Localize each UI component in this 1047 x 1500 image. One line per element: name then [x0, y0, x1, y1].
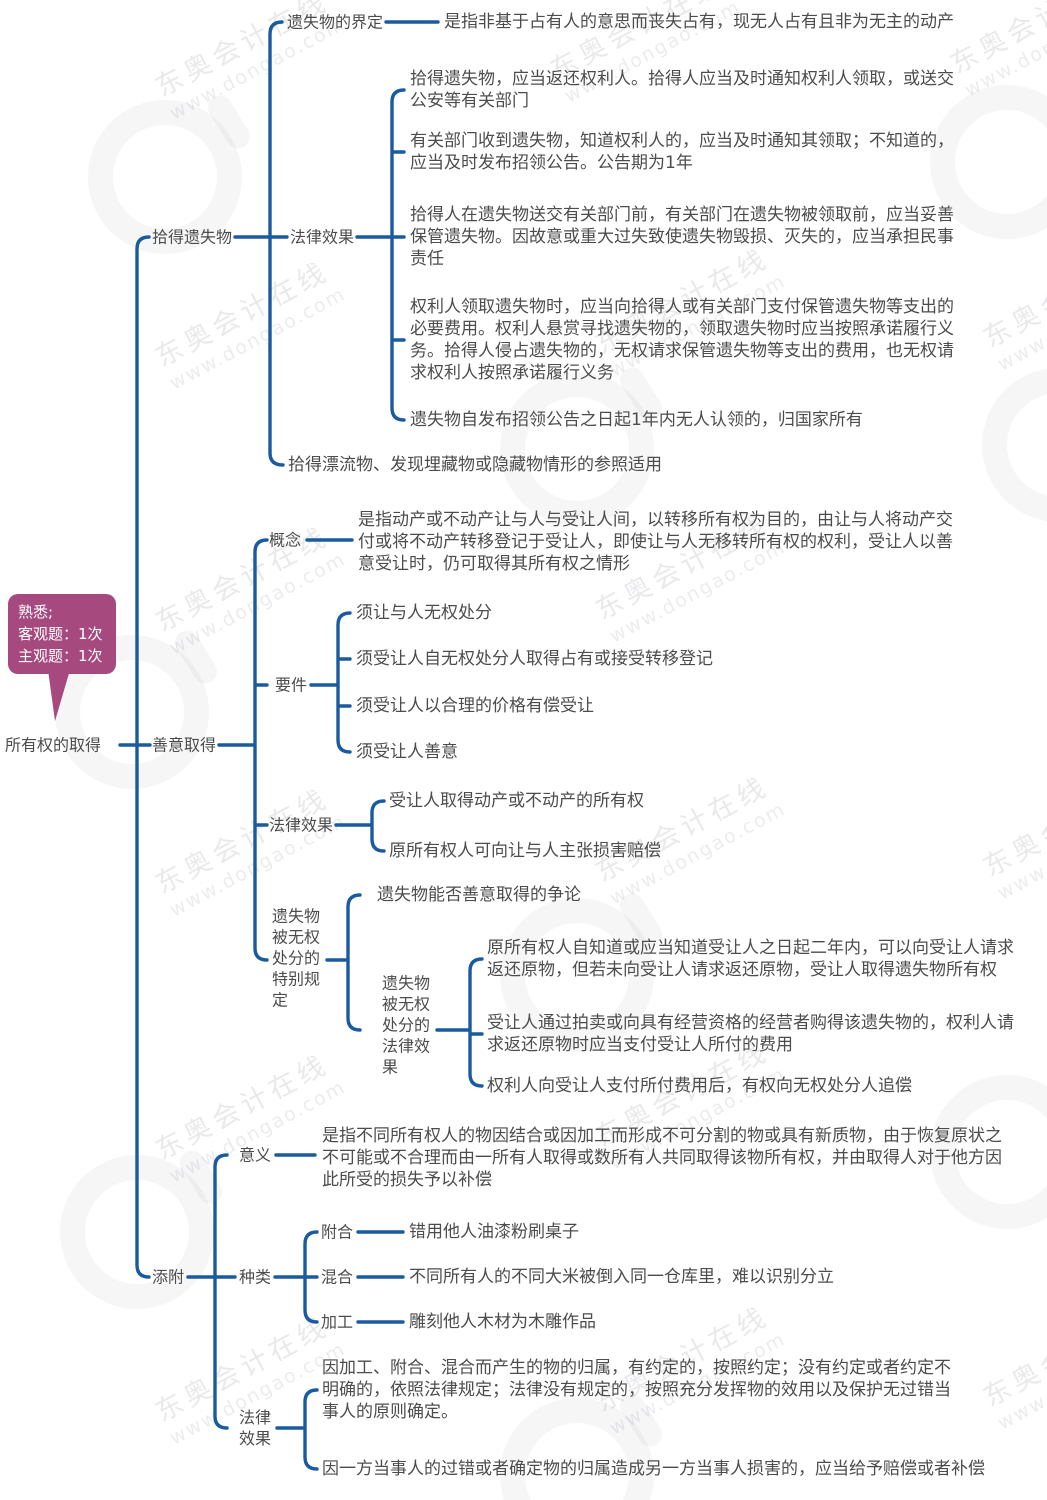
node-accession-legal-effect: 法律效果	[239, 1408, 272, 1448]
leaf-element-item: 须受让人自无权处分人取得占有或接受转移登记	[356, 649, 713, 669]
callout-line-subjective: 主观题：1次	[18, 647, 103, 665]
leaf-type-example: 错用他人油漆粉刷桌子	[409, 1222, 579, 1242]
node-meaning: 意义	[239, 1145, 272, 1165]
node-special-rules-unauthorized-disposal: 遗失物被无权处分的特别规定	[272, 906, 321, 1010]
leaf-goodfaith-legal-item: 受让人取得动产或不动产的所有权	[389, 791, 644, 811]
exam-frequency-callout: 熟悉; 客观题：1次 主观题：1次	[8, 594, 116, 674]
leaf-goodfaith-debate: 遗失物能否善意取得的争论	[377, 885, 581, 905]
node-types: 种类	[239, 1267, 272, 1287]
leaf-lost-property-definition-text: 是指非基于占有人的意思而丧失占有，现无人占有且非为无主的动产	[444, 12, 954, 32]
leaf-found-legal-item: 有关部门收到遗失物，知道权利人的，应当及时通知其领取；不知道的，应当及时发布招领…	[410, 131, 954, 173]
node-type-mixture: 混合	[321, 1267, 354, 1287]
node-goodfaith-legal-effect: 法律效果	[269, 815, 334, 835]
leaf-found-legal-item: 权利人领取遗失物时，应当向拾得人或有关部门支付保管遗失物等支出的必要费用。权利人…	[410, 297, 954, 383]
callout-line-objective: 客观题：1次	[18, 625, 103, 643]
leaf-found-reference-rule: 拾得漂流物、发现埋藏物或隐藏物情形的参照适用	[288, 455, 662, 475]
leaf-meaning-text: 是指不同所有权人的物因结合或因加工而形成不可分割的物或具有新质物，由于恢复原状之…	[322, 1126, 1002, 1190]
leaf-goodfaith-legal-item: 原所有权人可向让与人主张损害赔偿	[389, 841, 661, 861]
node-elements: 要件	[275, 675, 308, 695]
leaf-accession-legal-item: 因加工、附合、混合而产生的物的归属，有约定的，按照约定；没有约定或者约定不明确的…	[322, 1358, 951, 1422]
branch-accession: 添附	[152, 1267, 185, 1287]
leaf-element-item: 须受让人以合理的价格有偿受让	[356, 696, 594, 716]
leaf-element-item: 须受让人善意	[356, 742, 458, 762]
leaf-type-example: 雕刻他人木材为木雕作品	[409, 1312, 596, 1332]
callout-line-familiarity: 熟悉;	[18, 603, 54, 621]
branch-found-lost-property: 拾得遗失物	[152, 227, 233, 247]
leaf-special-effect-item: 权利人向受让人支付所付费用后，有权向无权处分人追偿	[487, 1076, 912, 1096]
leaf-accession-legal-item: 因一方当事人的过错或者确定物的归属造成另一方当事人损害的，应当给予赔偿或者补偿	[322, 1459, 985, 1479]
branch-bona-fide-acquisition: 善意取得	[152, 735, 217, 755]
leaf-found-legal-item: 拾得人在遗失物送交有关部门前，有关部门在遗失物被领取前，应当妥善保管遗失物。因故…	[410, 205, 954, 269]
leaf-type-example: 不同所有人的不同大米被倒入同一仓库里，难以识别分立	[409, 1267, 834, 1287]
node-found-legal-effect: 法律效果	[290, 227, 355, 247]
node-lost-property-definition: 遗失物的界定	[287, 12, 384, 32]
node-concept: 概念	[269, 530, 302, 550]
leaf-special-effect-item: 原所有权人自知道或应当知道受让人之日起二年内，可以向受让人请求返还原物，但若未向…	[487, 938, 1014, 980]
leaf-concept-text: 是指动产或不动产让与人与受让人间，以转移所有权为目的，由让与人将动产交付或将不动…	[358, 510, 953, 574]
node-type-processing: 加工	[321, 1312, 354, 1332]
leaf-special-effect-item: 受让人通过拍卖或向具有经营资格的经营者购得该遗失物的，权利人请求返还原物时应当支…	[487, 1013, 1014, 1055]
leaf-found-legal-item: 拾得遗失物，应当返还权利人。拾得人应当及时通知权利人领取，或送交公安等有关部门	[410, 69, 954, 111]
callout-tail	[48, 670, 70, 721]
leaf-element-item: 须让与人无权处分	[356, 603, 492, 623]
node-type-affixation: 附合	[321, 1222, 354, 1242]
leaf-found-legal-item: 遗失物自发布招领公告之日起1年内无人认领的，归国家所有	[410, 410, 863, 430]
node-unauthorized-disposal-legal-effect: 遗失物被无权处分的法律效果	[382, 973, 431, 1077]
root-node-ownership-acquisition: 所有权的取得	[5, 735, 102, 755]
